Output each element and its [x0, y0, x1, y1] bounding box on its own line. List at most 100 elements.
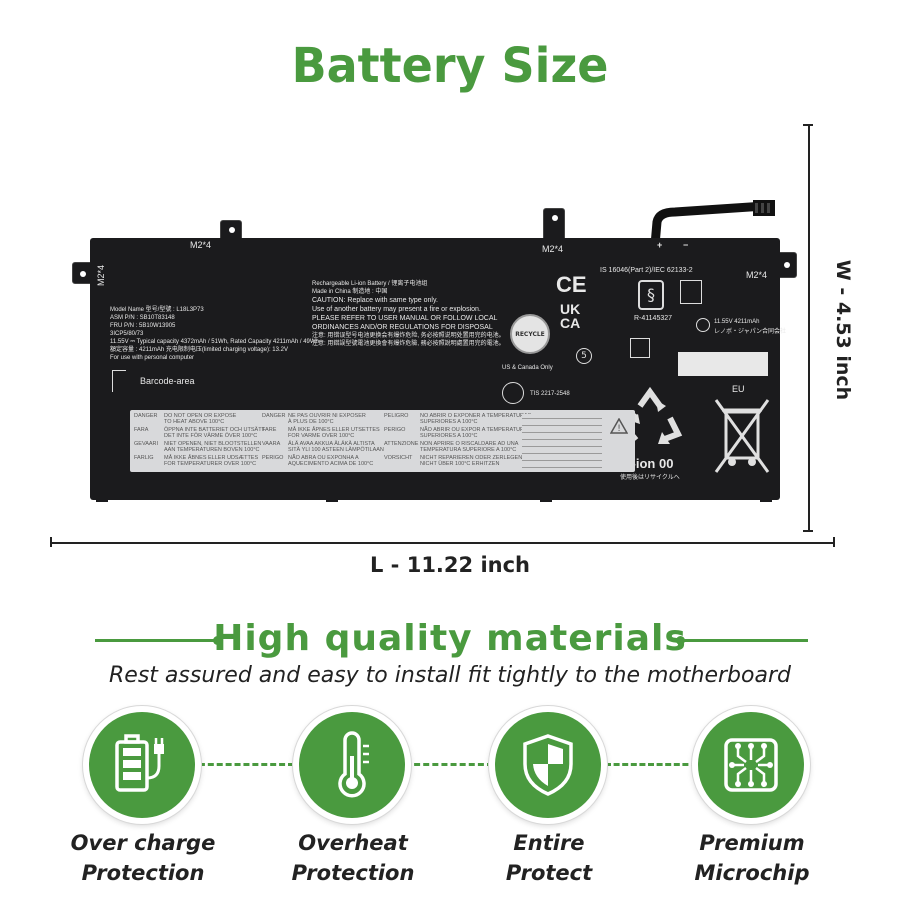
- warning-label-strip: DANGER DO NOT OPEN OR EXPOSE TO HEAT ABO…: [130, 410, 635, 472]
- kc-label-box: [678, 352, 768, 376]
- feature-circle-inner: [495, 712, 601, 818]
- feature-circle: [293, 706, 411, 824]
- eu-label: EU: [732, 384, 745, 394]
- feature-label-line: Protect: [505, 861, 593, 885]
- strip-column-1: DANGER: [134, 413, 158, 420]
- warning-line: 注意: 用錯誤型號電池更換會有爆炸危險, 務必按照說明處置用完的電池。: [312, 341, 505, 347]
- model-line: ASM P/N : SB10T83148: [110, 315, 175, 321]
- spec-small: 11.55V 4211mAh: [714, 319, 760, 325]
- width-dimension-cap: [803, 530, 813, 532]
- warning-line: 注意: 用错误型号电池更换会有爆炸危险, 务必按照说明处置用完的电池。: [312, 333, 505, 339]
- strip-text: PERIGO: [262, 455, 284, 461]
- tab-label: M2*4: [190, 240, 212, 250]
- ukca-line: CA: [560, 315, 581, 331]
- model-line: Model Name 型号/型號 : L18L3P73: [110, 307, 204, 313]
- strip-text: DET INTE FÖR VÄRME ÖVER 100°C: [164, 433, 258, 439]
- heading-rule-left: [95, 639, 220, 642]
- strip-text: SITÄ YLI 100 ASTEEN LÄMPÖTILAAN: [288, 447, 384, 453]
- japan-text: レノボ・ジャパン合同会社: [714, 329, 787, 335]
- connector-dashes: [405, 763, 493, 766]
- feature-circle: [692, 706, 810, 824]
- japan-recycle-text: 使用後はリサイクルへ: [620, 475, 680, 481]
- strip-text: ÄLÄ AVAA AKKUA ÄLÄKÄ ALTISTA: [288, 441, 375, 447]
- ukca-line: UK: [560, 301, 581, 317]
- strip-text: PELIGRO: [384, 413, 409, 419]
- quality-subtitle: Rest assured and easy to install fit tig…: [109, 663, 791, 688]
- strip-text: NO ABRIR O EXPONER A TEMPERATURAS: [420, 413, 532, 419]
- strip-text: À PLUS DE 100°C: [288, 419, 334, 425]
- strip-text: NÃO ABRIR OU EXPOR A TEMPERATURAS: [420, 427, 532, 433]
- model-line: FRU P/N : 5B10W13905: [110, 323, 176, 329]
- strip-text: NICHT ÜBER 100°C ERHITZEN: [420, 461, 500, 467]
- feature-label-line: Over charge: [70, 831, 216, 855]
- battery-foot: [760, 496, 772, 502]
- heading-dot-left: [213, 636, 222, 645]
- strip-text: TO HEAT ABOVE 100°C: [164, 419, 225, 425]
- model-line: 額定容量 : 4211mAh 充电限制电压(limited charging v…: [110, 347, 288, 353]
- length-dimension-cap: [50, 537, 52, 547]
- strip-text: DO NOT OPEN OR EXPOSE: [164, 413, 237, 419]
- tab-label: M2*4: [96, 264, 106, 286]
- strip-text: VORSICHT: [384, 455, 413, 461]
- strip-text: NE PAS OUVRIR NI EXPOSER: [288, 413, 366, 419]
- barcode-area: [112, 370, 126, 392]
- us-canada-label: US & Canada Only: [502, 365, 553, 371]
- warning-triangle-icon: !: [610, 418, 628, 434]
- battery-body: M2*4 M2*4 M2*4 M2*4 + − Model Name 型号/型號…: [90, 238, 786, 500]
- connector-dashes: [605, 763, 697, 766]
- strip-text: ATTENZIONE: [384, 441, 419, 447]
- negative-terminal-icon: −: [683, 240, 689, 250]
- mount-tab-right: [775, 252, 797, 278]
- strip-text: SUPERIORES A 100°C: [420, 419, 478, 425]
- feature-label: Over charge Protection: [53, 828, 233, 888]
- heading-dot-right: [676, 636, 685, 645]
- strip-text: FARE: [262, 427, 277, 433]
- feature-label: Entire Protect: [459, 828, 639, 888]
- svg-text:!: !: [617, 424, 621, 434]
- length-label: L - 11.22 inch: [369, 553, 530, 577]
- feature-label-line: Overheat: [298, 831, 408, 855]
- feature-label: Premium Microchip: [662, 828, 842, 888]
- circle-5-icon: 5: [576, 348, 592, 364]
- pse-icon: [696, 318, 710, 332]
- length-dimension-cap: [833, 537, 835, 547]
- model-line: For use with personal computer: [110, 355, 195, 361]
- heading-rule-right: [680, 639, 808, 642]
- strip-text: NON APRIRE O RISCALDARE AD UNA: [420, 441, 519, 447]
- strip-text: FARLIG: [134, 455, 154, 461]
- strip-text: ÖPPNA INTE BATTERIET OCH UTSÄTT: [164, 427, 265, 433]
- battery-foot: [326, 496, 338, 502]
- positive-terminal-icon: +: [657, 240, 663, 250]
- r-number: R-41145327: [634, 315, 673, 322]
- battery-charge-icon: [115, 734, 164, 792]
- warning-line: PLEASE REFER TO USER MANUAL OR FOLLOW LO…: [312, 315, 498, 322]
- feature-circle-inner: [698, 712, 804, 818]
- strip-text: MÅ IKKE ÅBNES ELLER UDSÆTTES: [164, 455, 259, 461]
- quality-heading-row: High quality materials: [0, 618, 900, 662]
- strip-text: TEMPERATURA SUPERIORE A 100°C: [420, 447, 517, 453]
- width-dimension-line: [808, 124, 810, 532]
- feature-label: Overheat Protection: [263, 828, 443, 888]
- strip-text: FARA: [134, 427, 149, 433]
- strip-text: FOR TEMPERATURER OVER 100°C: [164, 461, 257, 467]
- warning-line: ORDINANCES AND/OR REGULATIONS FOR DISPOS…: [312, 324, 493, 331]
- model-line: 11.55V ⎓ Typical capacity 4372mAh / 51Wh…: [110, 339, 319, 345]
- cert-icon: [680, 280, 702, 304]
- safety-mark-icon: §: [638, 280, 664, 310]
- warning-line: Made in China 制造地 : 中国: [312, 289, 388, 295]
- tis-label: TIS 2217-2548: [530, 391, 570, 397]
- feature-circle: [489, 706, 607, 824]
- tis-icon: [502, 382, 524, 404]
- strip-text: AQUECIMENTO ACIMA DE 100°C: [288, 461, 374, 467]
- feature-label-line: Protection: [81, 861, 205, 885]
- battery-cable: [650, 200, 775, 250]
- strip-text: MÅ IKKE ÅPNES ELLER UTSETTES: [288, 427, 380, 433]
- feature-label-line: Entire: [513, 831, 585, 855]
- strip-text: FOR VARME OVER 100°C: [288, 433, 355, 439]
- warning-line: Use of another battery may present a fir…: [312, 306, 481, 313]
- strip-text: NÃO ABRA OU EXPONHA A: [288, 455, 359, 461]
- strip-text: AAN TEMPERATUREN BOVEN 100°C: [164, 447, 260, 453]
- battery-foot: [540, 496, 552, 502]
- recycle-stamp-text: RECYCLE: [515, 330, 545, 338]
- barcode-label: Barcode-area: [140, 376, 195, 386]
